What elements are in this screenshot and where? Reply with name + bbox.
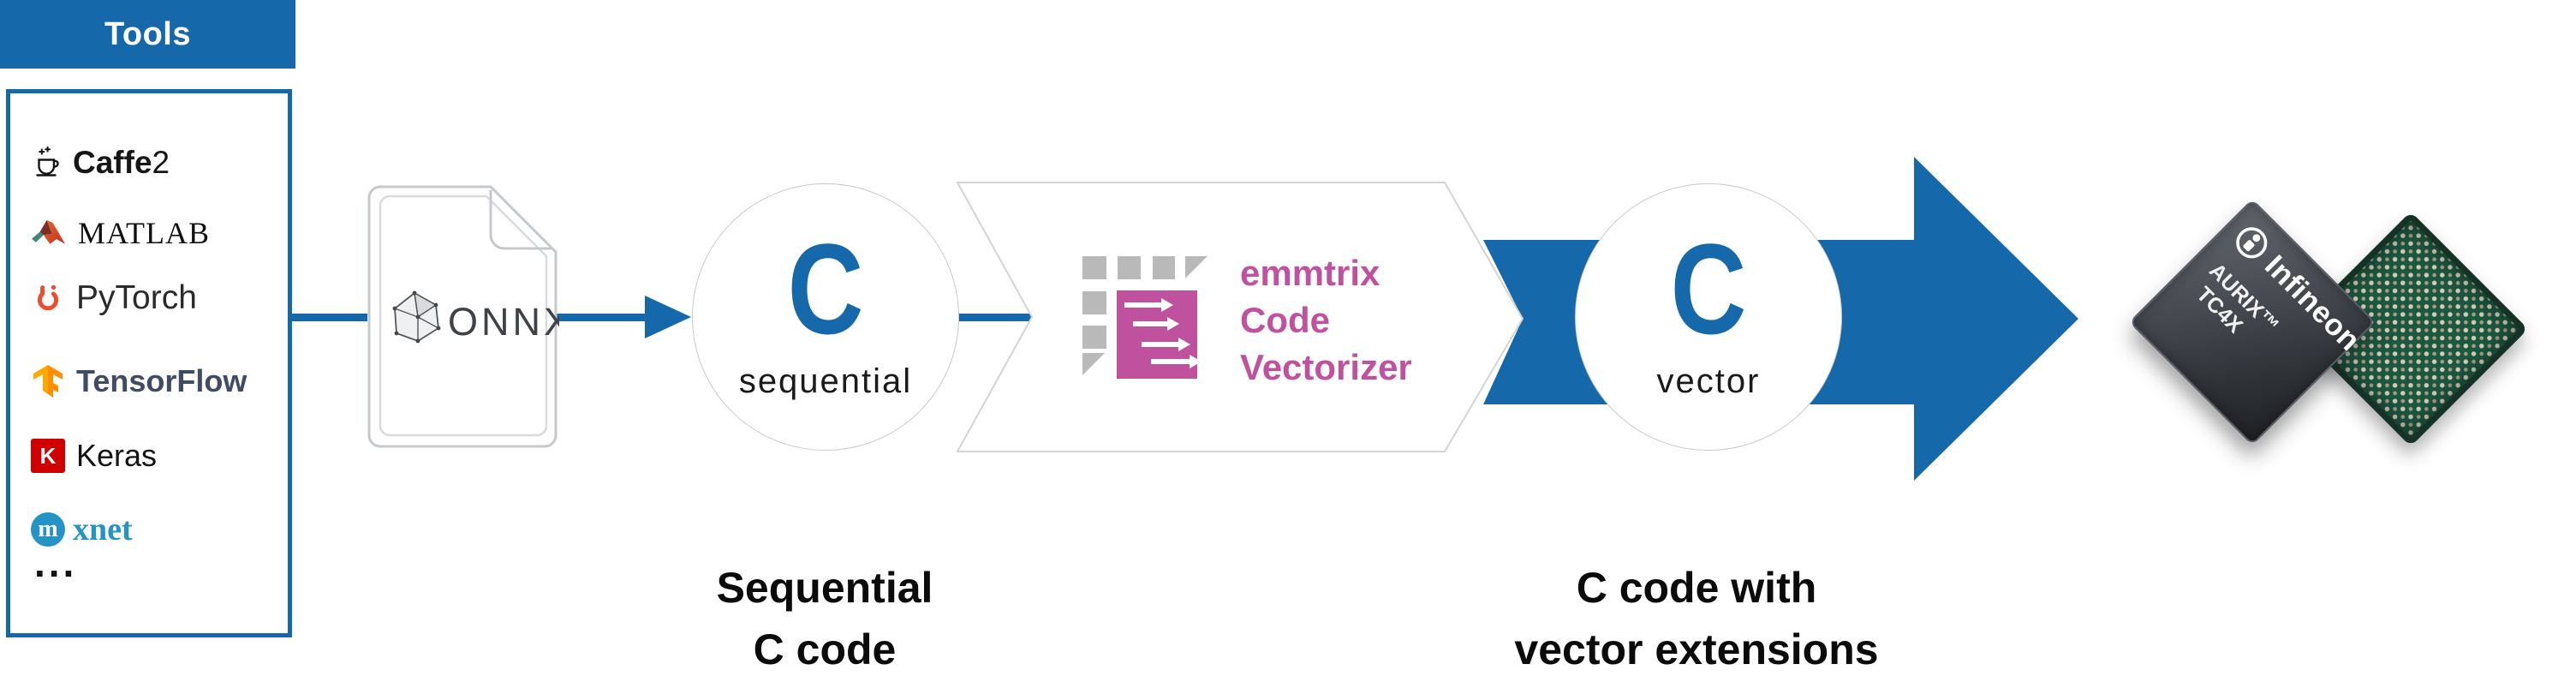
flow-line-onnx-to-ccode xyxy=(557,314,647,321)
onnx-polyhedron-icon xyxy=(392,290,441,344)
caption-sequential-line2: C code xyxy=(753,625,897,673)
tool-label-pytorch: PyTorch xyxy=(76,279,197,316)
flow-line-tools-to-onnx xyxy=(292,314,367,321)
mxnet-badge-letter: m xyxy=(38,516,58,542)
onnx-file-card: ONNX xyxy=(367,185,559,448)
document-outline xyxy=(367,185,558,448)
caffe2-bold-part: Caffe xyxy=(73,145,152,180)
emmtrix-vectorizer-logo-icon xyxy=(1082,256,1208,379)
tool-label-caffe2: Caffe2 xyxy=(73,145,170,181)
tool-item-mxnet: m xnet xyxy=(31,506,133,553)
infineon-brand-row: Infineon xyxy=(2227,218,2368,359)
stage-vector-c: C vector xyxy=(1575,183,1842,451)
tool-item-keras: K Keras xyxy=(31,432,157,480)
aurix-chip-front: Infineon AURIX™ TC4X xyxy=(2128,198,2376,446)
tool-item-caffe2: Caffe2 xyxy=(31,139,170,187)
caption-vector-line1: C code with xyxy=(1576,564,1817,612)
tool-label-keras: Keras xyxy=(76,438,158,473)
matlab-membrane-icon xyxy=(32,219,65,244)
vectorizer-line-1: emmtrix xyxy=(1240,253,1380,293)
keras-k-icon: K xyxy=(31,439,65,473)
vector-c-sublabel: vector xyxy=(1656,362,1761,400)
mxnet-m-icon: m xyxy=(31,512,65,547)
vectorizer-banner xyxy=(956,182,1524,452)
document-inner-outline xyxy=(379,194,548,437)
document-folded-corner-icon xyxy=(489,190,552,250)
tools-title: Tools xyxy=(104,15,191,52)
caption-sequential-line1: Sequential xyxy=(716,564,933,612)
tool-item-tensorflow: TensorFlow xyxy=(31,357,247,405)
tools-ellipsis: ... xyxy=(34,541,78,585)
pytorch-flame-icon xyxy=(37,284,59,311)
onnx-label: ONNX xyxy=(448,300,559,344)
vectorizer-wordmark: emmtrix Code Vectorizer xyxy=(1240,249,1412,391)
keras-badge-letter: K xyxy=(39,442,57,469)
caffe2-suffix: 2 xyxy=(152,145,170,180)
tool-item-pytorch: PyTorch xyxy=(31,274,197,322)
tools-panel: Caffe2 MATLAB PyTorch Te xyxy=(6,89,292,637)
tools-panel-header: Tools xyxy=(0,0,295,69)
banner-chevron-shape xyxy=(956,182,1524,452)
infineon-brand-label: Infineon xyxy=(2258,248,2367,358)
tool-label-tensorflow: TensorFlow xyxy=(76,363,247,398)
tool-label-mxnet: xnet xyxy=(73,511,133,547)
sequential-c-sublabel: sequential xyxy=(738,362,913,400)
caption-vector-line2: vector extensions xyxy=(1514,625,1879,673)
infineon-logo-icon xyxy=(2236,227,2268,259)
stage-sequential-c: C sequential xyxy=(692,183,959,451)
vectorizer-line-3: Vectorizer xyxy=(1240,347,1412,387)
vector-c-letter: C xyxy=(1670,217,1747,361)
sequential-c-letter: C xyxy=(787,217,864,361)
tool-label-matlab: MATLAB xyxy=(78,216,211,250)
caption-sequential: Sequential C code xyxy=(608,557,1041,676)
caffe2-coffee-cup-icon xyxy=(36,147,59,176)
flow-arrowhead-icon xyxy=(645,296,691,338)
vectorizer-line-2: Code xyxy=(1240,300,1330,340)
caption-vector: C code with vector extensions xyxy=(1480,557,1913,676)
flow-line-circle-to-vectorizer xyxy=(958,314,1032,321)
tool-item-matlab: MATLAB xyxy=(31,209,210,257)
tensorflow-tf-icon xyxy=(33,365,63,398)
